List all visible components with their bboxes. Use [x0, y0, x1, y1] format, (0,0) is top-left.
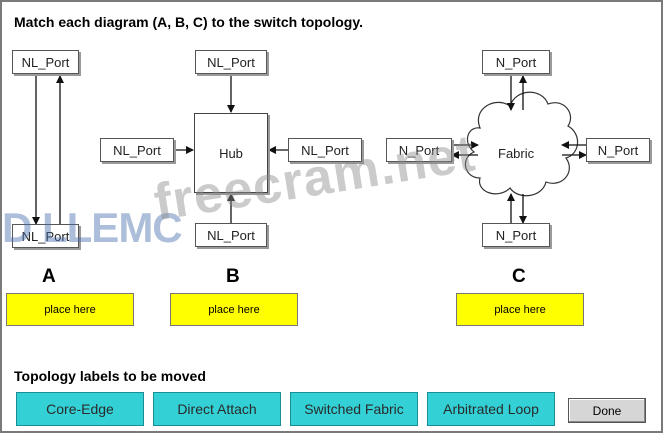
diagram-a-letter: A — [42, 266, 56, 287]
diagram-c-left-n-port: N_Port — [386, 138, 452, 162]
diagram-b-top-nl-port: NL_Port — [195, 50, 267, 74]
diagram-b-bottom-nl-port: NL_Port — [195, 223, 267, 247]
fabric-cloud — [464, 91, 579, 197]
diagram-b-right-nl-port: NL_Port — [288, 138, 362, 162]
diagram-b-hub: Hub — [194, 113, 268, 193]
diagram-a-top-nl-port: NL_Port — [12, 50, 79, 74]
diagram-c-bottom-n-port: N_Port — [482, 223, 550, 247]
drop-target-a[interactable]: place here — [6, 293, 134, 326]
label-switched-fabric[interactable]: Switched Fabric — [290, 392, 418, 426]
diagram-c-top-n-port: N_Port — [482, 50, 550, 74]
label-direct-attach[interactable]: Direct Attach — [153, 392, 281, 426]
drop-target-b[interactable]: place here — [170, 293, 298, 326]
diagram-a-bottom-nl-port: NL_Port — [12, 224, 79, 248]
labels-heading: Topology labels to be moved — [14, 368, 206, 384]
diagram-b-left-nl-port: NL_Port — [100, 138, 174, 162]
label-core-edge[interactable]: Core-Edge — [16, 392, 144, 426]
diagram-c-letter: C — [512, 266, 526, 287]
drop-target-c[interactable]: place here — [456, 293, 584, 326]
done-button[interactable]: Done — [568, 398, 646, 423]
brand-watermark: D LLEMC — [2, 204, 183, 251]
diagram-c-right-n-port: N_Port — [586, 138, 650, 162]
diagram-b-letter: B — [226, 266, 240, 287]
question-instruction: Match each diagram (A, B, C) to the swit… — [14, 14, 363, 30]
label-arbitrated-loop[interactable]: Arbitrated Loop — [427, 392, 555, 426]
diagram-c-fabric-label: Fabric — [498, 146, 535, 161]
